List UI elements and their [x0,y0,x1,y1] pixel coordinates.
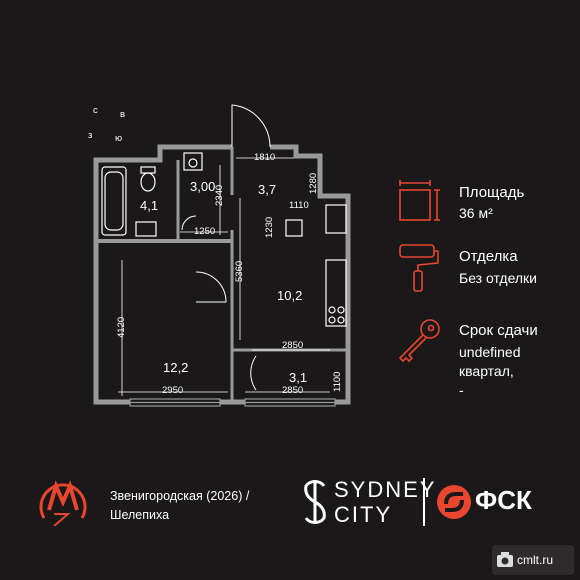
brand-line1: SYDNEY [334,477,437,502]
room-wc-label: 3,00 [190,179,215,194]
paint-roller-icon [399,244,439,292]
sydney-city-logo-icon [304,480,326,524]
metro-line2: Шелепиха [110,508,170,522]
camera-icon [497,552,513,567]
compass-east: в [120,109,125,120]
room-kitchen-label: 10,2 [277,288,302,303]
room-bath-label: 4,1 [140,198,158,213]
room-hall-label: 3,7 [258,182,276,197]
deadline-title: Срок сдачи [459,322,538,339]
finish-title: Отделка [459,248,518,265]
brand-line2: CITY [334,502,393,527]
dim-2340: 2340 [214,185,225,206]
finish-value: Без отделки [459,270,538,286]
dim-4120: 4120 [116,317,127,338]
deadline-value-line1: undefined [459,344,521,360]
deadline-value-line3: - [459,382,464,398]
room-bedroom-label: 12,2 [163,360,188,375]
metro-line1: Звенигородская (2026) / [110,489,250,503]
dim-1280: 1280 [308,173,319,194]
footer-divider [423,478,425,526]
compass-west: з [88,130,92,141]
dim-1110: 1110 [289,200,309,211]
room-loggia-label: 3,1 [289,370,307,385]
dim-1100: 1100 [332,372,343,392]
watermark-text: cmlt.ru [517,553,553,567]
metro-icon [39,480,87,526]
dim-5360: 5360 [234,261,245,282]
dim-2850-top: 2850 [282,340,303,351]
dim-2850-bottom: 2850 [282,385,303,396]
dim-1250: 1250 [194,226,215,237]
fsk-logo-icon [437,485,471,519]
deadline-value-line2: квартал, [459,363,514,379]
area-value: 36 м² [459,205,493,221]
area-icon [399,180,440,221]
area-title: Площадь [459,184,525,201]
compass-north: с [93,105,98,116]
dim-1810: 1810 [254,152,275,163]
compass-south: ю [115,133,122,144]
developer-name: ФСК [475,485,532,515]
dim-2950: 2950 [162,385,183,396]
dim-1230: 1230 [264,217,275,238]
key-icon [399,319,440,362]
